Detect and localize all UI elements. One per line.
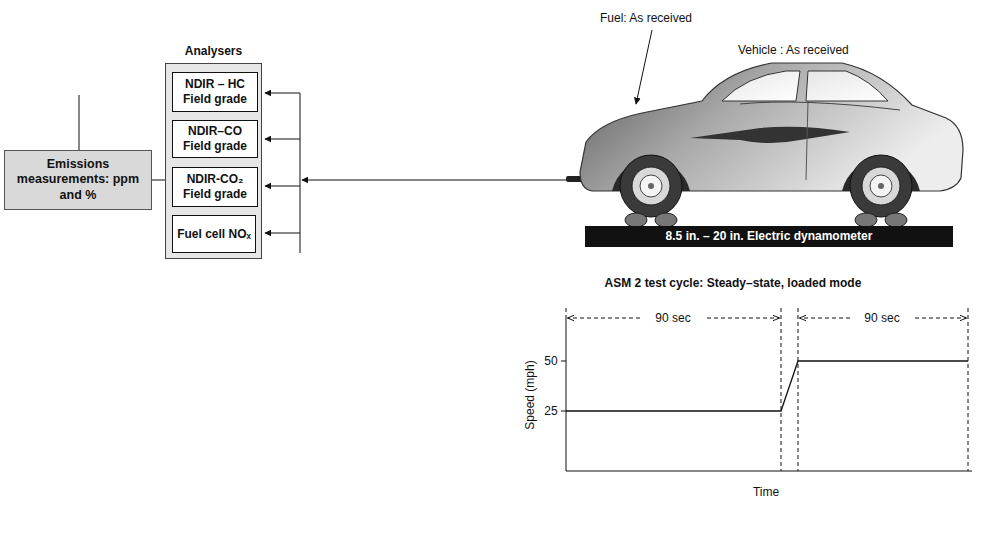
panel-heading: Analysers [185, 44, 242, 59]
analyser-box: Fuel cell NOₓ [172, 215, 256, 253]
vehicle-illustration [566, 63, 963, 217]
axis-title: Speed (mph) [523, 360, 537, 429]
analyser-box: NDIR-CO₂ Field grade [172, 167, 258, 207]
axis-title: Time [753, 485, 779, 499]
node-text: 8.5 in. – 20 in. Electric dynamometer [663, 229, 876, 244]
vehicle-note: Vehicle : As received [738, 43, 849, 57]
fuel-arrow [636, 30, 652, 104]
analyser-panel: AnalysersNDIR – HC Field gradeNDIR–CO Fi… [165, 63, 262, 259]
measurement-box: Emissions measurements: ppm and % [4, 150, 152, 210]
node-text: Emissions measurements: ppm and % [5, 157, 151, 204]
node-text: NDIR–CO Field grade [173, 124, 257, 154]
chart-title: ASM 2 test cycle: Steady–state, loaded m… [605, 276, 862, 290]
sample-manifold [265, 93, 576, 253]
node-text: Fuel cell NOₓ [174, 227, 254, 242]
dynamometer-band: 8.5 in. – 20 in. Electric dynamometer [585, 226, 953, 247]
duration-label: 90 sec [861, 311, 902, 325]
duration-label: 90 sec [652, 311, 693, 325]
node-text: NDIR – HC Field grade [173, 77, 257, 107]
analyser-box: NDIR–CO Field grade [172, 120, 258, 158]
fuel-note: Fuel: As received [600, 11, 692, 25]
speed-chart [561, 308, 972, 471]
axis-tick: 50 [544, 354, 557, 368]
dynamometer-rollers [625, 213, 907, 227]
leader-line [79, 95, 80, 150]
connector [152, 180, 165, 181]
node-text: NDIR-CO₂ Field grade [173, 172, 257, 202]
analyser-box: NDIR – HC Field grade [172, 72, 258, 112]
axis-tick: 25 [544, 404, 557, 418]
